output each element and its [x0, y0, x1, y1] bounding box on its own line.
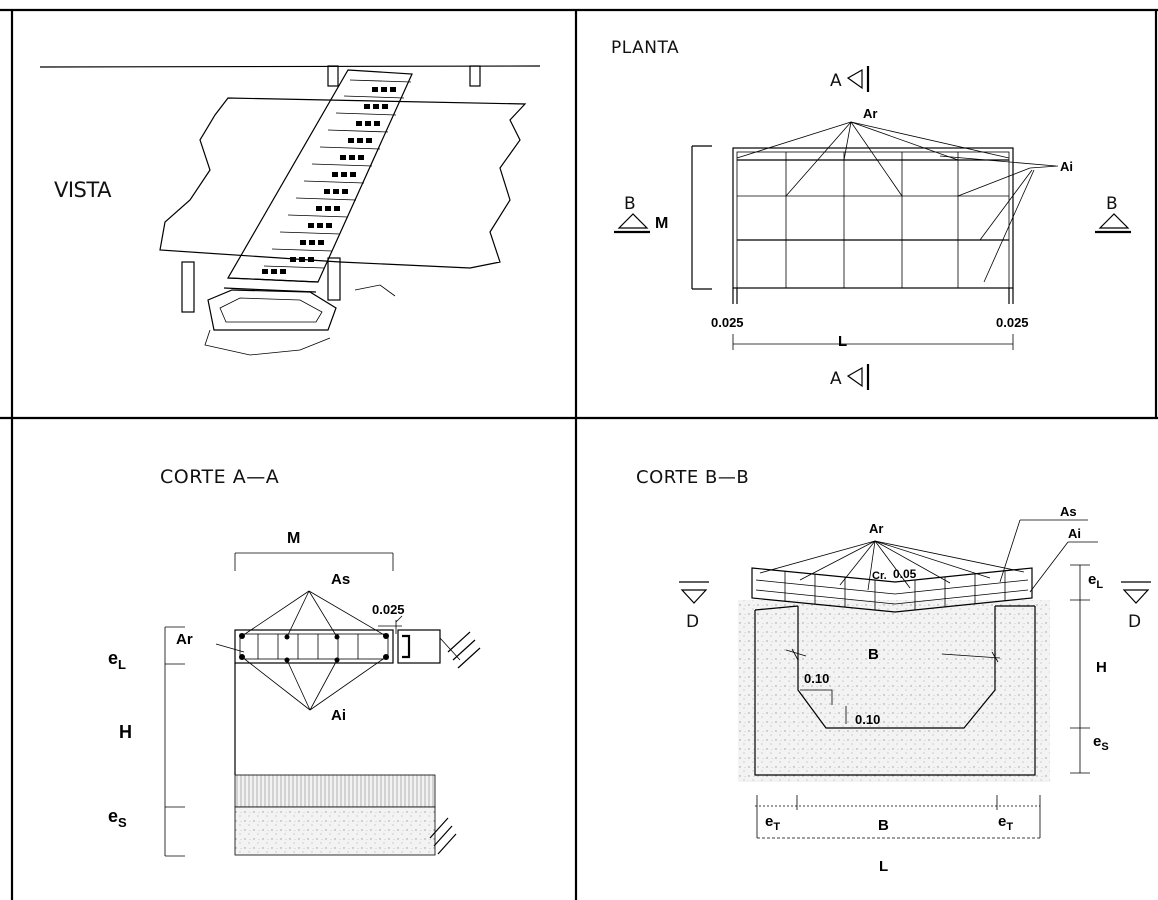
corte-bb-h-label: H: [1096, 659, 1107, 676]
slab-section: 0.025: [234, 602, 481, 669]
corte-bb-ai-label: Ai: [1068, 526, 1081, 541]
corte-aa-es-label: eS: [108, 806, 127, 830]
corte-aa-as-label: As: [331, 571, 350, 588]
dimension-chain-bottom: [755, 795, 1041, 839]
panel-corte-aa: CORTE A—A M: [108, 466, 481, 857]
dimension-chain-right: [1070, 564, 1090, 774]
svg-text:L: L: [838, 333, 847, 350]
soil-mass: [738, 600, 1050, 782]
panel-planta: PLANTA A A: [611, 38, 1131, 390]
section-mark-a-top: A: [830, 66, 870, 92]
deck-slab: [751, 567, 1033, 613]
section-mark-a-bottom: A: [830, 364, 870, 390]
svg-text:A: A: [830, 71, 842, 91]
corte-aa-ai-label: Ai: [331, 707, 346, 724]
water-level-right: D: [1121, 581, 1151, 632]
dimension-m: M: [655, 145, 712, 290]
corte-bb-as-label: As: [1060, 504, 1077, 519]
water-level-left: D: [679, 581, 709, 632]
ai-leaders: [939, 155, 1059, 283]
corte-bb-es-label: eS: [1093, 733, 1109, 753]
planta-ar-label: Ar: [863, 106, 877, 121]
ar-leaders: [759, 540, 1025, 591]
svg-text:D: D: [686, 612, 700, 632]
vista-title: VISTA: [54, 178, 112, 202]
panel-corte-bb: CORTE B—B: [636, 467, 1151, 875]
corte-aa-el-label: eL: [108, 648, 126, 672]
svg-text:M: M: [655, 215, 668, 232]
corte-bb-el-label: eL: [1088, 571, 1103, 591]
dimension-l: L 0.025 0.025: [711, 315, 1029, 350]
svg-text:A: A: [830, 369, 842, 389]
corte-aa-h-label: H: [119, 722, 132, 742]
dim-005: 0.05: [893, 567, 917, 581]
dim-0025-right: 0.025: [996, 315, 1029, 330]
svg-text:B: B: [624, 194, 636, 214]
foundation-layer: [234, 806, 436, 856]
corte-bb-et-right: eT: [998, 813, 1013, 833]
ai-leaders: [241, 656, 387, 711]
corte-aa-title: CORTE A—A: [160, 466, 279, 488]
section-mark-b-left: B: [614, 194, 650, 234]
dimension-m: M: [234, 530, 394, 571]
corte-bb-title: CORTE B—B: [636, 467, 749, 488]
corte-bb-ar-label: Ar: [869, 521, 883, 536]
ar-leaders: [736, 121, 1010, 197]
dim-0025: 0.025: [372, 602, 405, 617]
corte-bb-et-left: eT: [765, 813, 780, 833]
panel-vista: VISTA: [39, 65, 541, 356]
svg-text:B: B: [1106, 194, 1118, 214]
dim-010-a: 0.10: [804, 671, 829, 686]
svg-text:M: M: [287, 530, 300, 547]
deck-squares: [262, 87, 396, 274]
sheet-frame: [0, 8, 1158, 900]
corte-bb-b-label-bottom: B: [878, 817, 889, 834]
plan-slab: [732, 147, 1014, 304]
as-leaders: [241, 590, 387, 638]
bridge-perspective-sketch: [39, 65, 541, 356]
corte-bb-cr-label: Cr.: [872, 570, 887, 582]
corte-bb-l-label: L: [879, 858, 888, 875]
as-ai-leaders: [999, 519, 1098, 593]
planta-ai-label: Ai: [1060, 159, 1073, 174]
dimension-chain: [164, 626, 185, 857]
dim-0025-left: 0.025: [711, 315, 744, 330]
corte-bb-b-label-top: B: [868, 646, 879, 663]
svg-text:D: D: [1128, 612, 1142, 632]
planta-title: PLANTA: [611, 38, 679, 58]
corte-aa-ar-label: Ar: [176, 631, 193, 648]
sub-base-layer: [234, 774, 436, 808]
dim-010-b: 0.10: [855, 712, 880, 727]
deck-openings: [263, 95, 405, 269]
section-mark-b-right: B: [1095, 194, 1131, 234]
